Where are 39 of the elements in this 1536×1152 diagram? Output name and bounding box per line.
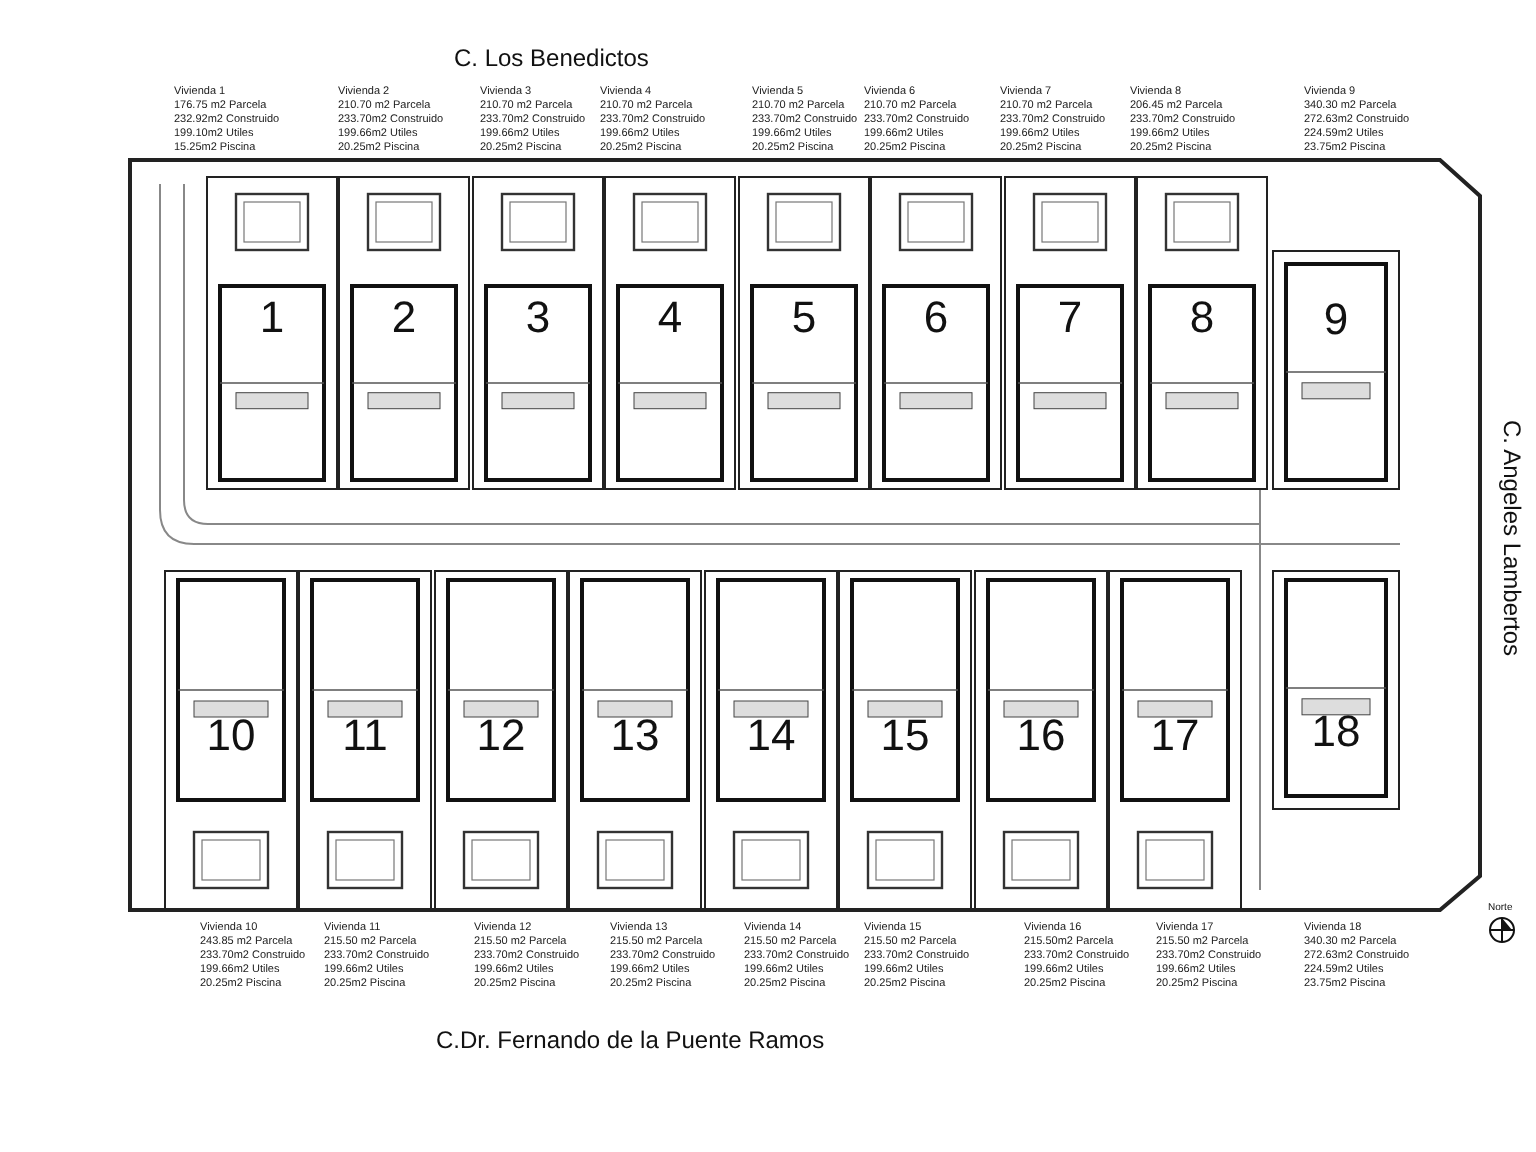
street-name: C. Angeles Lambertos xyxy=(1498,419,1527,657)
house-number: 14 xyxy=(744,712,798,760)
house-plot xyxy=(974,570,1108,910)
house-number: 17 xyxy=(1148,712,1202,760)
house-plot xyxy=(604,176,736,490)
house-number: 1 xyxy=(257,294,287,342)
house-number: 10 xyxy=(204,712,258,760)
house-number: 4 xyxy=(655,294,685,342)
house-number: 16 xyxy=(1014,712,1068,760)
house-plot xyxy=(1108,570,1242,910)
house-plot xyxy=(1272,250,1400,490)
house-plot xyxy=(434,570,568,910)
house-plot xyxy=(838,570,972,910)
house-number: 6 xyxy=(921,294,951,342)
house-plot xyxy=(1272,570,1400,810)
house-number: 3 xyxy=(523,294,553,342)
house-number: 12 xyxy=(474,712,528,760)
house-plot xyxy=(568,570,702,910)
house-number: 13 xyxy=(608,712,662,760)
house-plot xyxy=(738,176,870,490)
house-number: 11 xyxy=(340,712,390,760)
house-number: 15 xyxy=(878,712,932,760)
house-number: 8 xyxy=(1187,294,1217,342)
house-plot xyxy=(206,176,338,490)
house-number: 18 xyxy=(1309,708,1363,756)
house-plot xyxy=(704,570,838,910)
house-number: 5 xyxy=(789,294,819,342)
street-name: C. Los Benedictos xyxy=(454,44,649,72)
house-plot xyxy=(472,176,604,490)
house-number: 2 xyxy=(389,294,419,342)
house-number: 9 xyxy=(1321,296,1351,344)
house-plot xyxy=(870,176,1002,490)
house-plot xyxy=(298,570,432,910)
house-plot xyxy=(1136,176,1268,490)
house-plot xyxy=(338,176,470,490)
house-plot xyxy=(164,570,298,910)
house-plot xyxy=(1004,176,1136,490)
house-number: 7 xyxy=(1055,294,1085,342)
street-name: C.Dr. Fernando de la Puente Ramos xyxy=(436,1026,825,1054)
